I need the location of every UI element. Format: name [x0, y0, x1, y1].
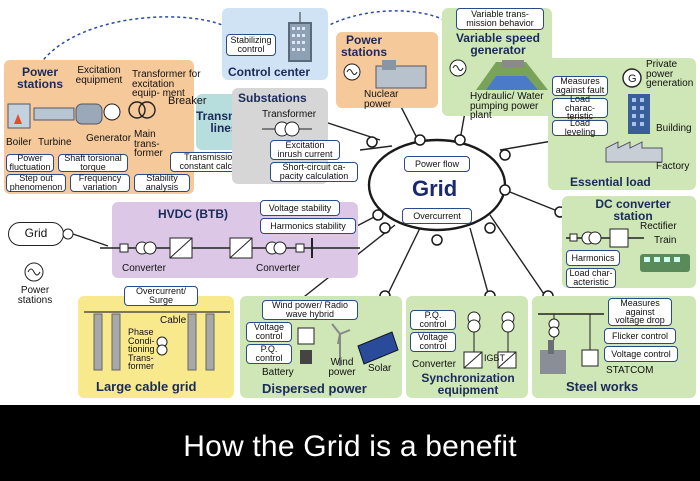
- excitation-inrush-tag: Excitation inrush current: [270, 140, 340, 160]
- cable-label: Cable: [160, 315, 187, 326]
- stabilizing-control-tag: Stabilizing control: [226, 34, 276, 56]
- dc-converter-title: DC converter station: [595, 197, 671, 223]
- hvdc-title: HVDC (BTB): [158, 207, 228, 221]
- load-leveling-tag: Load leveling: [552, 119, 608, 137]
- flicker-control-tag: Flicker control: [604, 328, 676, 344]
- harmonics-stability-tag: Harmonics stability: [260, 218, 356, 234]
- hydraulic-label: Hydraulic/ Water pumping power plant: [470, 91, 544, 121]
- nuclear-plant-icon: [343, 60, 427, 89]
- factory-icon: [605, 141, 663, 163]
- wind-power-label: Wind power: [328, 357, 356, 378]
- harmonics-tag: Harmonics: [566, 250, 620, 266]
- frequency-variation-tag: Frequency variation: [70, 174, 130, 192]
- dispersed-pq-control-tag: P.Q. control: [246, 344, 292, 364]
- converter-label-2: Converter: [256, 263, 300, 274]
- voltage-stability-tag: Voltage stability: [260, 200, 340, 216]
- transformer-excitation-label: Transformer for excitation equip- ment: [132, 69, 201, 99]
- step-out-tag: Step out phenomenon: [6, 174, 66, 192]
- control-tower-icon: [288, 12, 312, 62]
- steel-title: Steel works: [566, 379, 639, 394]
- private-generator-icon: G: [622, 68, 642, 88]
- dispersed-voltage-control-tag: Voltage control: [246, 322, 292, 342]
- igbt-label: IGBT: [484, 353, 506, 363]
- excitation-equipment-label: Excitation equipment: [75, 65, 123, 86]
- phase-cond-label: Phase Condi- tioning Trans- former: [128, 327, 155, 372]
- dashed-link-right: [319, 10, 449, 31]
- left-grid-link: [62, 228, 109, 247]
- rectifier-circuit-icon: [566, 228, 644, 248]
- measures-voltage-drop-tag: Measures against voltage drop: [608, 298, 672, 326]
- boiler-label: Boiler: [6, 137, 32, 148]
- substation-transformer-icon: [262, 121, 312, 137]
- breaker-label: Breaker: [168, 95, 207, 107]
- building-label: Building: [656, 123, 692, 134]
- short-circuit-tag: Short-circuit ca- pacity calculation: [270, 162, 358, 182]
- steel-voltage-control-tag: Voltage control: [604, 346, 678, 362]
- generator-label: Generator: [86, 133, 132, 144]
- main-transformer-label: Main trans- former: [134, 129, 163, 159]
- left-grid-box: Grid: [8, 222, 64, 246]
- footer-bar: [0, 405, 700, 481]
- control-center-title: Control center: [228, 65, 311, 79]
- svg-text:G: G: [628, 73, 637, 85]
- grid-title: Grid: [412, 176, 458, 201]
- shaft-torsional-tag: Shaft torsional torque: [58, 154, 128, 172]
- left-power-stations-label: Power stations: [17, 285, 53, 306]
- train-label: Train: [654, 235, 677, 246]
- sync-circuit-icon: [463, 311, 517, 369]
- solar-label: Solar: [368, 363, 392, 374]
- power-stations-top-title: Power stations: [340, 33, 387, 59]
- transformer-symbol-icon: [128, 101, 156, 119]
- turbine-label: Turbine: [38, 137, 72, 148]
- caption: How the Grid is a benefit: [183, 430, 517, 463]
- statcom-label: STATCOM: [606, 365, 654, 376]
- dispersed-title: Dispersed power: [262, 381, 367, 396]
- private-power-label: Private power generation: [646, 59, 694, 89]
- sync-title: Synchronization equipment: [421, 371, 515, 397]
- hydro-plant-icon: [449, 59, 548, 90]
- load-characteristic-tag: Load charac- teristic: [552, 95, 608, 121]
- power-stations-left-title: Power stations: [16, 65, 63, 91]
- essential-load-title: Essential load: [570, 175, 651, 189]
- variable-transmission-tag: Variable trans- mission behavior: [456, 8, 544, 30]
- left-power-station-icon: [24, 262, 44, 282]
- rectifier-label: Rectifier: [640, 221, 677, 232]
- large-cable-title: Large cable grid: [96, 379, 197, 394]
- cable-grid-icon: [84, 311, 230, 371]
- wind-radio-tag: Wind power/ Radio wave hybrid: [262, 300, 358, 320]
- power-flow-tag: Power flow: [404, 156, 470, 172]
- nuclear-power-label: Nuclear power: [364, 89, 399, 110]
- power-fluctuation-tag: Power fluctuation: [6, 154, 54, 172]
- factory-label: Factory: [656, 161, 690, 172]
- dispersed-sources-icon: [297, 323, 399, 366]
- stability-analysis-tag: Stability analysis: [134, 174, 190, 192]
- dashed-link-left: [39, 16, 233, 65]
- train-icon: [640, 254, 690, 272]
- load-char-dc-tag: Load char- acteristic: [566, 268, 616, 288]
- sync-pq-control-tag: P.Q. control: [410, 310, 456, 330]
- sync-converter-label: Converter: [412, 359, 456, 370]
- hvdc-circuit-icon: [100, 237, 360, 259]
- variable-speed-title: Variable speed generator: [455, 31, 541, 57]
- diagram-stage: Stabilizing control Control center Power…: [0, 0, 700, 405]
- substations-title: Substations: [238, 91, 307, 105]
- overcurrent-tag: Overcurrent: [402, 208, 472, 224]
- overcurrent-surge-tag: Overcurrent/ Surge: [124, 286, 198, 306]
- battery-label: Battery: [262, 367, 294, 378]
- generator-plant-icon: [7, 103, 121, 129]
- converter-label-1: Converter: [122, 263, 166, 274]
- steel-works-icon: [538, 313, 604, 374]
- building-icon: [628, 94, 650, 134]
- measures-fault-tag: Measures against fault: [552, 76, 608, 96]
- substation-transformer-label: Transformer: [262, 109, 317, 120]
- sync-voltage-control-tag: Voltage control: [410, 332, 456, 352]
